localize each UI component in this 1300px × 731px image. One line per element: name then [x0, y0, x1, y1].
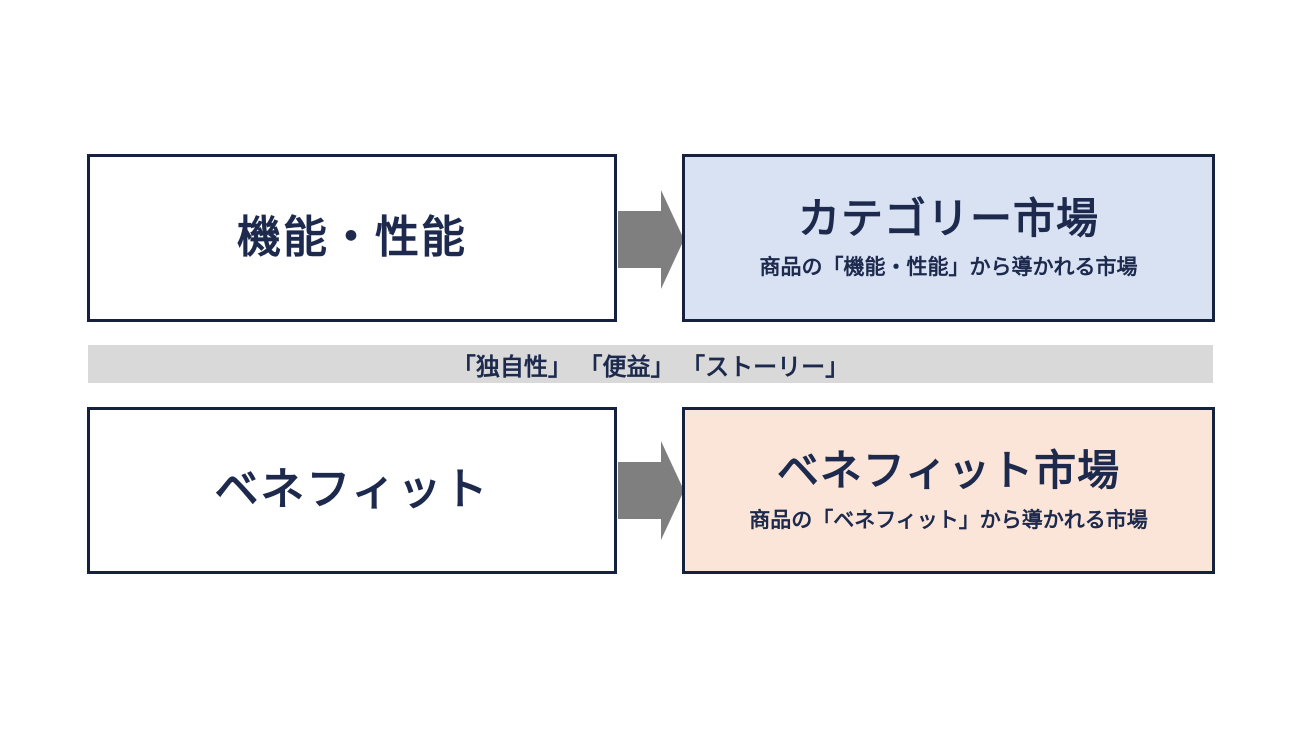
box-function-performance: 機能・性能 [87, 154, 617, 322]
keywords-band-label: 「独自性」 「便益」 「ストーリー」 [451, 353, 850, 381]
right-arrow-shape [618, 441, 684, 540]
function-performance-label: 機能・性能 [237, 212, 467, 262]
category-market-title: カテゴリー市場 [797, 194, 1099, 242]
box-benefit-market: ベネフィット市場 商品の「ベネフィット」から導かれる市場 [682, 407, 1215, 574]
right-arrow-shape [618, 190, 684, 289]
benefit-market-title: ベネフィット市場 [776, 447, 1121, 495]
box-benefit: ベネフィット [87, 407, 617, 574]
keywords-band: 「独自性」 「便益」 「ストーリー」 [88, 345, 1213, 383]
right-arrow-icon [618, 190, 684, 289]
benefit-market-subtitle: 商品の「ベネフィット」から導かれる市場 [749, 508, 1148, 532]
right-arrow-icon [618, 441, 684, 540]
category-market-subtitle: 商品の「機能・性能」から導かれる市場 [759, 256, 1138, 279]
box-category-market: カテゴリー市場 商品の「機能・性能」から導かれる市場 [682, 154, 1215, 322]
benefit-label: ベネフィット [214, 465, 490, 515]
